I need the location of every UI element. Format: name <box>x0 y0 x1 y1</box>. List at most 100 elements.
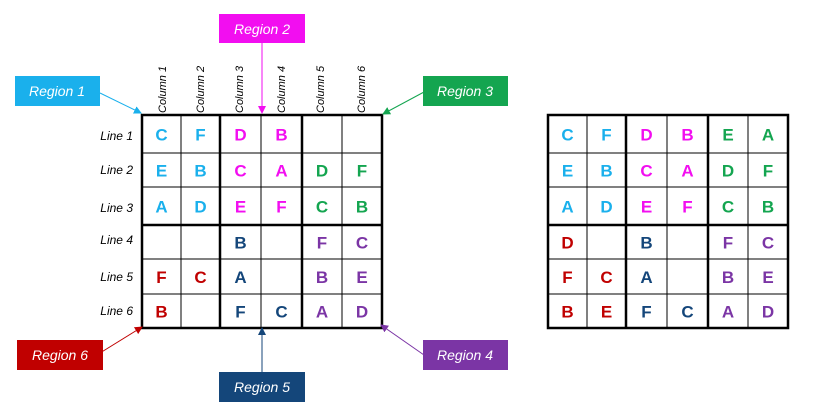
region-6-arrow <box>99 326 143 354</box>
puzzle-cell-letter: D <box>356 303 368 322</box>
solution-cell-letter: E <box>641 198 652 217</box>
solution-cell-letter: E <box>762 268 773 287</box>
region-3-callout: Region 3 <box>423 76 508 106</box>
puzzle-cell-letter: E <box>156 162 167 181</box>
solution-cell-letter: B <box>600 162 612 181</box>
column-label-3: Column 3 <box>234 65 246 113</box>
puzzle-cell-letter: B <box>234 234 246 253</box>
line-label-6: Line 6 <box>100 304 133 318</box>
region-2-box <box>219 14 305 43</box>
puzzle-cell-letter: B <box>356 198 368 217</box>
solution-cell-letter: D <box>640 126 652 145</box>
solution-cell-letter: D <box>722 162 734 181</box>
solution-cell-letter: B <box>561 303 573 322</box>
puzzle-cell-letter: C <box>155 126 167 145</box>
region-4-callout: Region 4 <box>423 340 508 370</box>
region-1-label: Region 1 <box>29 83 85 99</box>
puzzle-cell-letter: A <box>275 162 287 181</box>
puzzle-cell-letter: C <box>316 198 328 217</box>
line-label-4: Line 4 <box>100 233 133 247</box>
region-6-box <box>17 340 103 370</box>
solution-cell-letter: C <box>762 234 774 253</box>
solution-grid-border <box>546 113 790 330</box>
puzzle-cell-letter: B <box>194 162 206 181</box>
puzzle-cell-letter: C <box>234 162 246 181</box>
solution-cell-letter: B <box>762 198 774 217</box>
puzzle-cell-letter: F <box>317 234 327 253</box>
column-label-6: Column 6 <box>356 65 368 113</box>
puzzle-cell-letter: D <box>234 126 246 145</box>
puzzle-cell-letter: F <box>276 198 286 217</box>
solution-cell-letter: C <box>640 162 652 181</box>
column-label-5: Column 5 <box>315 65 327 113</box>
puzzle-cell-letter: F <box>156 268 166 287</box>
callout-arrows <box>99 41 425 372</box>
puzzle-cell-letter: A <box>316 303 328 322</box>
solution-cell-letter: C <box>561 126 573 145</box>
region-6-callout: Region 6 <box>17 340 103 370</box>
solution-cell-letter: F <box>562 268 572 287</box>
region-2-label: Region 2 <box>234 21 290 37</box>
solution-cell-letter: B <box>722 268 734 287</box>
solution-cell-letter: F <box>723 234 733 253</box>
puzzle-cell-letter: D <box>316 162 328 181</box>
solution-cell-letter: A <box>561 198 573 217</box>
region-5-callout: Region 5 <box>219 372 305 402</box>
solution-cell-letter: C <box>600 268 612 287</box>
solution-cell-letter: F <box>763 162 773 181</box>
solution-cell-letter: B <box>640 234 652 253</box>
solution-cell-letter: B <box>681 126 693 145</box>
solution-cell-letter: F <box>601 126 611 145</box>
solution-cell-letter: E <box>562 162 573 181</box>
region-3-label: Region 3 <box>437 83 493 99</box>
puzzle-cell-letter: C <box>275 303 287 322</box>
column-label-1: Column 1 <box>157 66 169 113</box>
solution-cell-letter: E <box>601 303 612 322</box>
region-4-arrow <box>380 324 425 356</box>
solution-cell-letter: E <box>722 126 733 145</box>
line-label-3: Line 3 <box>100 201 133 215</box>
region-5-box <box>219 372 305 402</box>
solution-cell-letter: A <box>640 268 652 287</box>
region-5-label: Region 5 <box>234 379 290 395</box>
solution-cell-letter: A <box>762 126 774 145</box>
puzzle-cell-letter: C <box>194 268 206 287</box>
line-label-2: Line 2 <box>100 163 133 177</box>
puzzle-cell-letter: F <box>195 126 205 145</box>
region-1-callout: Region 1 <box>15 76 100 106</box>
region-4-box <box>423 340 508 370</box>
puzzle-cell-letter: A <box>234 268 246 287</box>
solution-cell-letter: D <box>600 198 612 217</box>
puzzle-cell-letter: F <box>235 303 245 322</box>
puzzle-cell-letter: A <box>155 198 167 217</box>
region-6-label: Region 6 <box>32 347 88 363</box>
solution-cell-letter: F <box>682 198 692 217</box>
column-label-2: Column 2 <box>195 66 207 113</box>
line-label-1: Line 1 <box>100 129 133 143</box>
solution-cell-letter: D <box>762 303 774 322</box>
region-2-callout: Region 2 <box>219 14 305 43</box>
puzzle-cell-letter: B <box>155 303 167 322</box>
region-3-arrow <box>382 91 425 115</box>
puzzle-cell-letter: E <box>235 198 246 217</box>
line-label-5: Line 5 <box>100 270 133 284</box>
puzzle-cell-letter: E <box>356 268 367 287</box>
region-4-label: Region 4 <box>437 347 493 363</box>
puzzle-cell-letter: D <box>194 198 206 217</box>
region-3-box <box>423 76 508 106</box>
puzzle-grid-border <box>140 113 384 330</box>
puzzle-cell-letter: B <box>275 126 287 145</box>
puzzle-cell-letter: F <box>357 162 367 181</box>
region-1-box <box>15 76 100 106</box>
solution-cell-letter: A <box>681 162 693 181</box>
column-label-4: Column 4 <box>276 66 288 113</box>
region-1-arrow <box>99 92 142 114</box>
puzzle-cell-letter: C <box>356 234 368 253</box>
solution-cell-letter: C <box>722 198 734 217</box>
puzzle-cell-letter: B <box>316 268 328 287</box>
solution-cell-letter: A <box>722 303 734 322</box>
column-labels: Column 1 Column 2 Column 3 Column 4 Colu… <box>157 65 368 113</box>
